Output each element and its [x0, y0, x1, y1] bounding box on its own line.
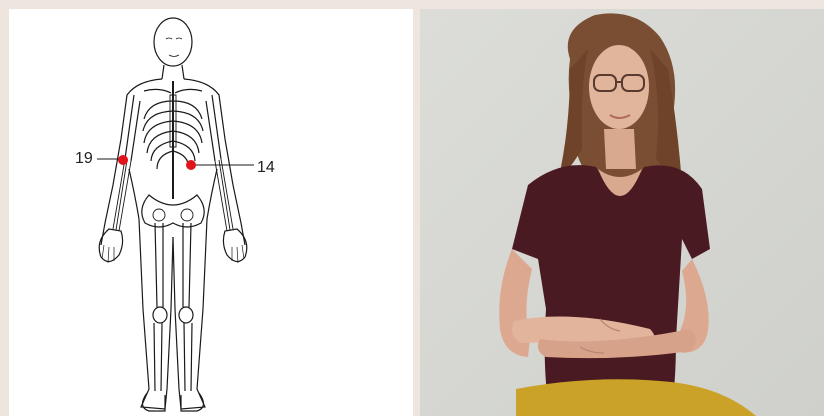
woman-pose-photo — [420, 9, 824, 416]
acupoint-19-label: 19 — [75, 150, 93, 168]
skeleton-figure — [9, 9, 413, 416]
pose-photo-panel — [420, 9, 824, 416]
acupoint-14-marker — [186, 160, 196, 170]
acupoint-14-label: 14 — [257, 159, 275, 177]
acupoint-19-marker — [118, 155, 128, 165]
skeleton-diagram-panel: 19 14 — [9, 9, 413, 416]
